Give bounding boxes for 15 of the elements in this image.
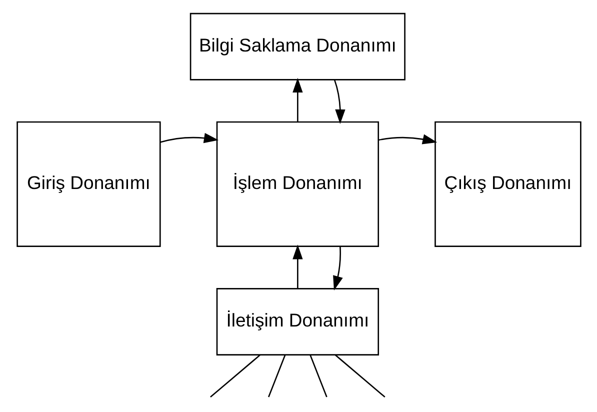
connector [267,354,286,398]
arrow [159,132,218,144]
arrow [292,78,302,122]
arrow [378,134,437,144]
node-box: Giriş Donanımı [16,121,160,247]
arrow [332,246,342,291]
connector [334,354,385,398]
connector [210,354,260,398]
node-box: Bilgi Saklama Donanımı [189,12,405,80]
connector [309,354,327,398]
node-box: İletişim Donanımı [216,288,379,356]
node-box: İşlem Donanımı [216,121,379,247]
arrow [333,80,345,124]
arrow [292,244,302,289]
node-box: Çıkış Donanımı [434,121,581,247]
